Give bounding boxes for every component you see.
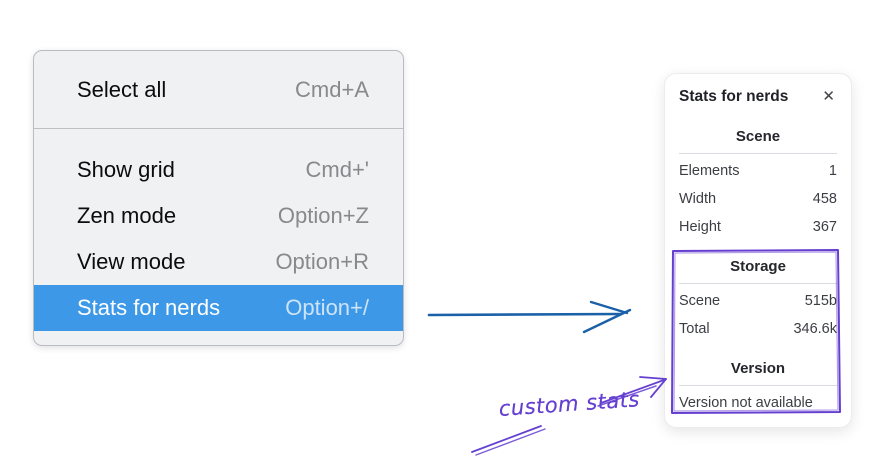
stat-label: Height bbox=[679, 219, 721, 235]
divider bbox=[679, 283, 837, 284]
menu-item-label: View mode bbox=[77, 249, 186, 274]
stat-label: Scene bbox=[679, 293, 721, 309]
section-header-storage: Storage bbox=[730, 258, 786, 275]
divider bbox=[679, 385, 837, 386]
close-button[interactable]: ✕ bbox=[820, 88, 837, 106]
menu-separator bbox=[34, 128, 403, 129]
menu-item-shortcut: Cmd+A bbox=[295, 76, 369, 102]
menu-item-shortcut: Cmd+' bbox=[305, 157, 370, 182]
stats-panel: Stats for nerds ✕ Scene Elements 1 Width… bbox=[664, 73, 852, 428]
stat-row: Elements 1 bbox=[679, 157, 837, 185]
menu-item-label: Zen mode bbox=[77, 203, 177, 228]
divider bbox=[679, 153, 837, 154]
stat-value: 1 bbox=[828, 163, 837, 179]
context-menu: Select all Cmd+A Show grid Cmd+' Zen mod… bbox=[33, 50, 404, 346]
stat-row: Width 458 bbox=[679, 185, 837, 213]
stats-panel-title: Stats for nerds bbox=[679, 88, 789, 105]
custom-stats-annotation: custom stats bbox=[498, 387, 641, 421]
stat-value: 515b bbox=[804, 293, 837, 309]
menu-item-select-all[interactable]: Select all Cmd+A bbox=[34, 51, 403, 128]
close-icon: ✕ bbox=[822, 88, 835, 105]
stat-value: 367 bbox=[812, 219, 837, 235]
stat-row: Total 346.6k bbox=[679, 315, 837, 343]
stat-value: 458 bbox=[812, 191, 837, 207]
stat-label: Total bbox=[679, 321, 710, 337]
menu-item-label: Select all bbox=[77, 76, 167, 102]
menu-item-shortcut: Option+/ bbox=[285, 295, 369, 320]
blue-arrow bbox=[427, 300, 632, 334]
stat-label: Width bbox=[679, 191, 717, 207]
stat-label: Elements bbox=[679, 163, 740, 179]
menu-item-label: Stats for nerds bbox=[77, 295, 221, 320]
stat-row: Height 367 bbox=[679, 213, 837, 241]
version-note: Version not available bbox=[679, 395, 813, 411]
section-header-version: Version bbox=[730, 360, 786, 377]
menu-item-shortcut: Option+R bbox=[275, 249, 369, 274]
menu-item-stats-for-nerds[interactable]: Stats for nerds Option+/ bbox=[34, 285, 403, 331]
stats-panel-header: Stats for nerds ✕ bbox=[679, 88, 837, 106]
stat-value: 346.6k bbox=[793, 321, 837, 337]
menu-item-zen-mode[interactable]: Zen mode Option+Z bbox=[34, 193, 403, 239]
menu-item-view-mode[interactable]: View mode Option+R bbox=[34, 239, 403, 285]
stat-row: Scene 515b bbox=[679, 287, 837, 315]
menu-item-shortcut: Option+Z bbox=[277, 203, 369, 228]
menu-item-label: Show grid bbox=[77, 157, 175, 182]
custom-stats-underline bbox=[471, 425, 546, 456]
menu-item-show-grid[interactable]: Show grid Cmd+' bbox=[34, 147, 403, 193]
menu-group: Show grid Cmd+' Zen mode Option+Z View m… bbox=[34, 129, 403, 345]
section-header-scene: Scene bbox=[735, 128, 781, 145]
